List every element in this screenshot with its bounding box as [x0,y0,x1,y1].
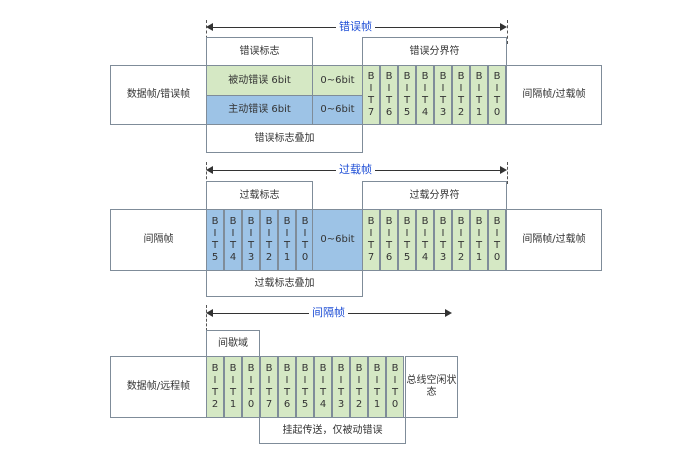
overload-flag-header: 过载标志 [206,181,313,210]
row2-left-label: 间隔帧 [110,209,207,271]
bus-idle-state: 总线空闲状态 [405,356,458,418]
error-delimiter-header: 错误分界符 [362,37,507,66]
overload-flag-overlay-footer: 过载标志叠加 [206,270,363,297]
passive-error-flag: 被动错误 6bit [206,65,313,96]
suspend-transmission-footer: 挂起传送，仅被动错误 [259,417,406,444]
row3-left-label: 数据帧/远程帧 [110,356,207,418]
intermission-header: 间歇域 [206,330,260,357]
arrow-left-icon [206,166,213,174]
error-frame-end-guide [507,20,508,44]
active-error-flag: 主动错误 6bit [206,95,313,125]
error-frame-label: 错误帧 [336,20,375,34]
interframe-start-guide [206,305,207,331]
row1-left-label: 数据帧/错误帧 [110,65,207,125]
passive-overlay-bits: 0~6bit [312,65,363,96]
overload-overlay-bits: 0~6bit [312,209,363,271]
arrow-right-icon [500,23,507,31]
arrow-left-icon [206,309,213,317]
error-frame-start-guide [206,20,207,44]
overload-delimiter-header: 过载分界符 [362,181,507,210]
arrow-left-icon [206,23,213,31]
arrow-right-icon [445,309,452,317]
interframe-label: 间隔帧 [309,306,348,320]
active-overlay-bits: 0~6bit [312,95,363,125]
row1-right-label: 间隔帧/过载帧 [506,65,602,125]
row2-right-label: 间隔帧/过载帧 [506,209,602,271]
error-flag-overlay-footer: 错误标志叠加 [206,124,363,153]
overload-frame-end-guide [507,162,508,184]
overload-frame-label: 过载帧 [336,163,375,177]
arrow-right-icon [500,166,507,174]
error-flag-header: 错误标志 [206,37,313,66]
